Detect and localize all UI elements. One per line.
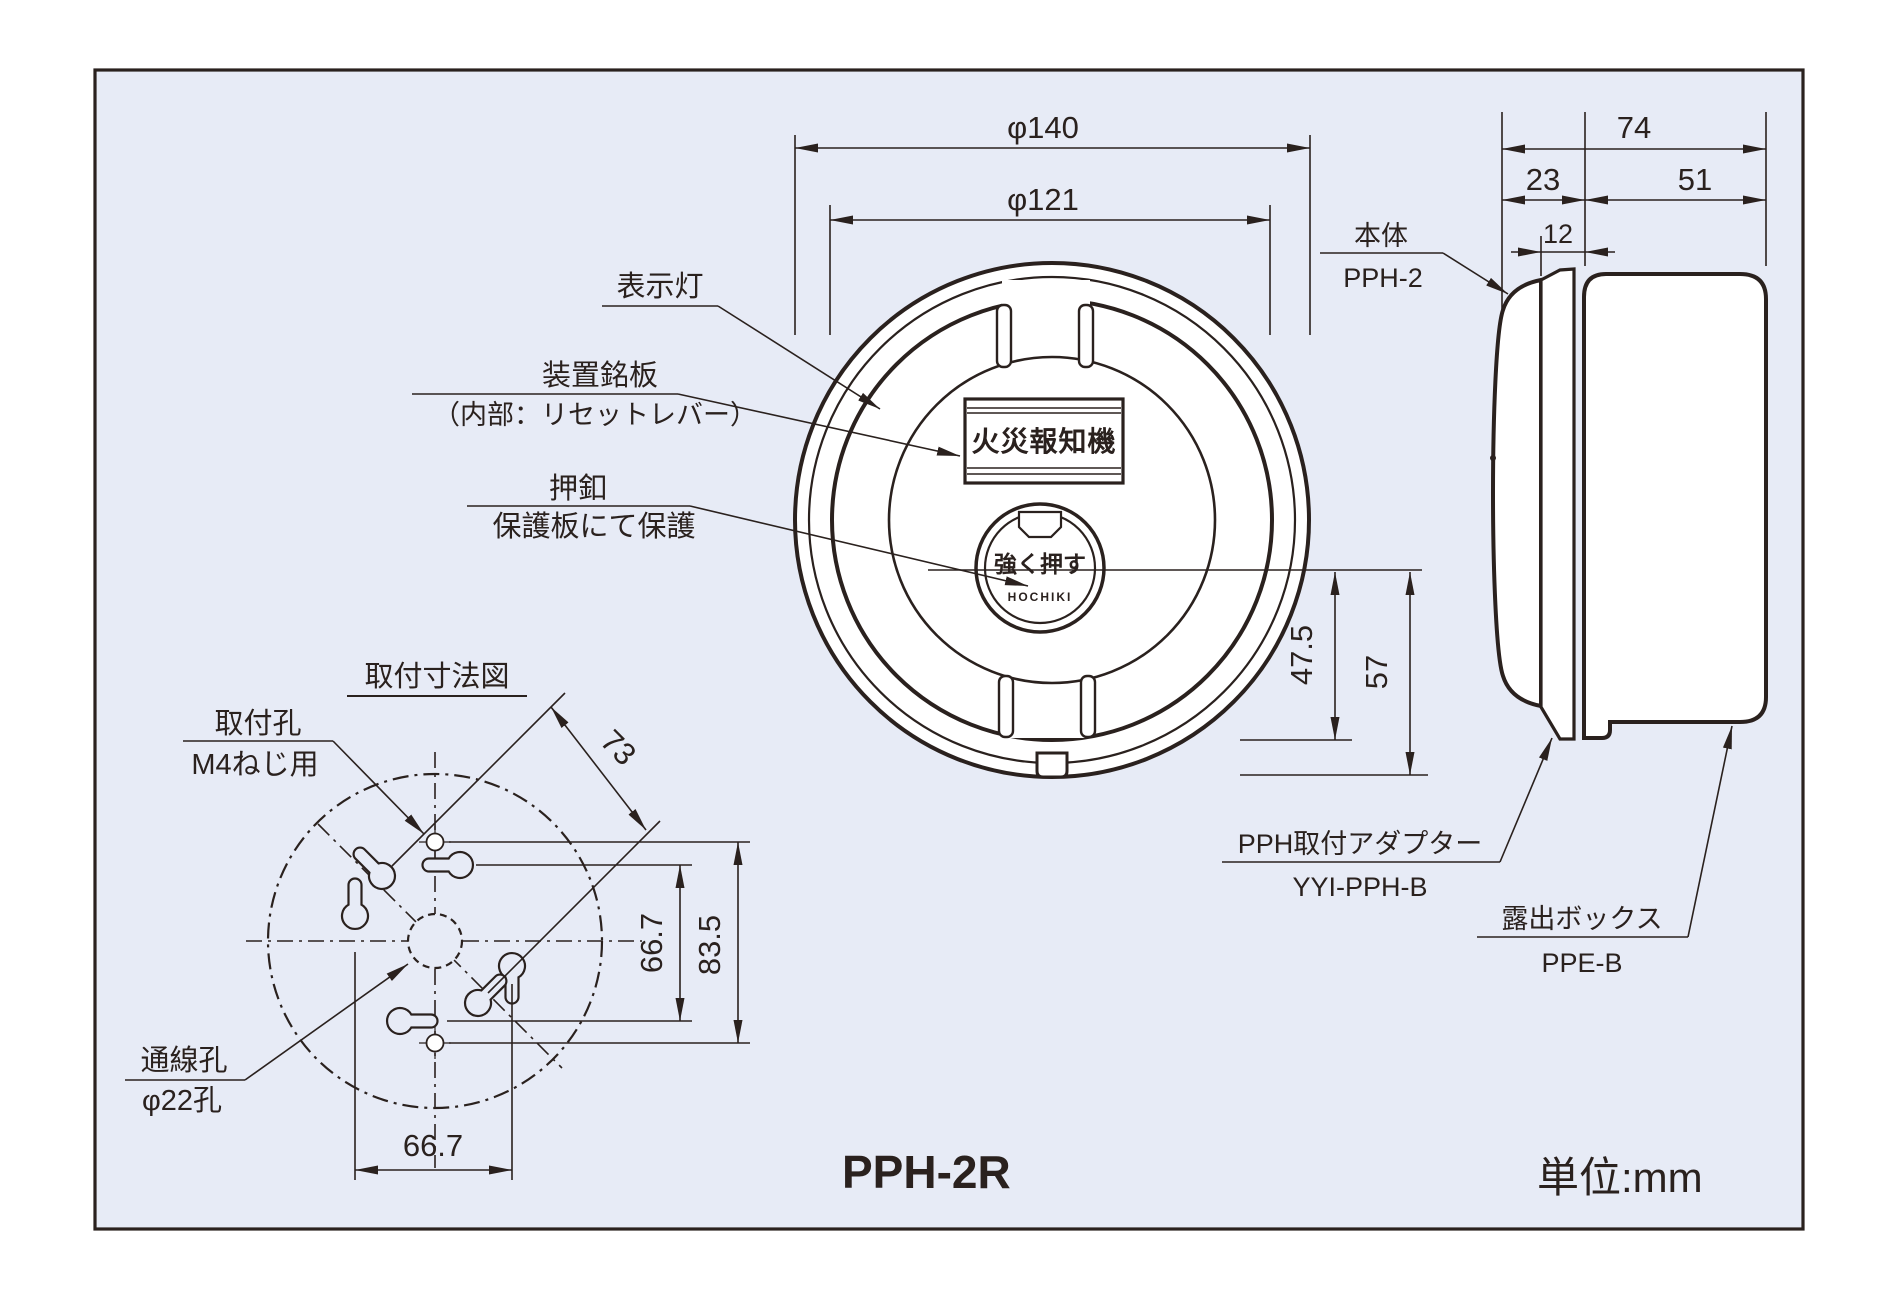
dim-12: 12 — [1543, 219, 1573, 249]
dim-51: 51 — [1678, 162, 1712, 197]
front-inner-face — [887, 355, 1217, 685]
label-mount-hole-2: M4ねじ用 — [191, 749, 318, 781]
side-cover-dome — [1490, 277, 1543, 709]
push-button: 強く押す HOCHIKI — [928, 502, 1422, 634]
label-indicator: 表示灯 — [616, 270, 703, 303]
leader-button — [689, 505, 1029, 587]
bottom-tab-area — [1002, 690, 1090, 738]
label-nameplate-2: （内部：リセットレバー） — [433, 400, 757, 430]
top-slot-right — [1077, 303, 1095, 369]
leader-box — [1687, 725, 1733, 938]
leader-wire-hole — [244, 963, 409, 1081]
screw-hole-top — [419, 826, 451, 858]
screw-hole-bottom — [419, 1027, 451, 1059]
label-wire-hole: 通線孔 — [140, 1044, 227, 1077]
label-box-2: PPE-B — [1541, 948, 1622, 978]
ext-line-73-b — [487, 820, 661, 994]
nameplate-text: 火災報知機 — [971, 425, 1116, 457]
top-tab-area — [1002, 280, 1090, 360]
brand-logo-text: HOCHIKI — [1008, 590, 1073, 604]
ext-line-73-a — [391, 692, 566, 867]
label-adapter-2: YYI-PPH-B — [1292, 872, 1427, 902]
dim-667v: 66.7 — [634, 913, 669, 973]
label-wire-hole-2: φ22孔 — [142, 1085, 222, 1117]
centerline-diagonal — [317, 823, 563, 1069]
side-view: 74 23 51 12 本体 PPH-2 PPH取付アダプター YYI-PPH-… — [1222, 110, 1768, 978]
screw-hole-top-circle — [425, 832, 445, 852]
mounting-view: 取付寸法図 73 — [125, 660, 750, 1180]
side-box-body — [1582, 272, 1768, 740]
bottom-slot-right — [1079, 674, 1097, 739]
leader-body — [1442, 252, 1509, 295]
side-adapter-strip — [1539, 267, 1576, 741]
bottom-notch — [1035, 751, 1069, 779]
leader-indicator — [717, 305, 881, 410]
dim-57: 57 — [1359, 655, 1394, 689]
mounting-title: 取付寸法図 — [364, 660, 509, 693]
bottom-slot-left — [997, 674, 1015, 739]
dim-835: 83.5 — [692, 915, 727, 975]
label-button: 押釦 — [549, 472, 607, 505]
label-button-2: 保護板にて保護 — [492, 510, 695, 543]
dim-667h: 66.7 — [403, 1128, 463, 1163]
dim-d121: φ121 — [1007, 182, 1079, 217]
dim-line-73 — [550, 706, 647, 831]
button-outer — [974, 502, 1106, 634]
side-cover-dot — [1490, 455, 1496, 461]
label-body-2: PPH-2 — [1343, 263, 1423, 293]
button-lamp-window — [1017, 510, 1063, 539]
model-number: PPH-2R — [842, 1146, 1011, 1198]
button-text: 強く押す — [994, 551, 1086, 577]
nameplate: 火災報知機 — [963, 397, 1125, 485]
label-mount-hole: 取付孔 — [214, 707, 301, 740]
dim-475: 47.5 — [1284, 625, 1319, 685]
label-adapter: PPH取付アダプター — [1238, 829, 1483, 859]
leader-mount-hole — [332, 740, 425, 835]
front-view: φ140 φ121 火災報知機 強 — [412, 110, 1428, 779]
leader-adapter — [1499, 737, 1553, 863]
label-body: 本体 — [1354, 221, 1408, 251]
dim-d140: φ140 — [1007, 110, 1079, 145]
label-box: 露出ボックス — [1501, 904, 1662, 934]
top-slot-left — [995, 303, 1013, 369]
wire-hole — [406, 912, 464, 970]
dim-74: 74 — [1617, 110, 1651, 145]
leader-nameplate — [677, 393, 961, 457]
units-note: 単位:mm — [1537, 1154, 1703, 1201]
screw-hole-bottom-circle — [425, 1033, 445, 1053]
dim-23: 23 — [1526, 162, 1560, 197]
label-nameplate: 装置銘板 — [542, 359, 658, 392]
